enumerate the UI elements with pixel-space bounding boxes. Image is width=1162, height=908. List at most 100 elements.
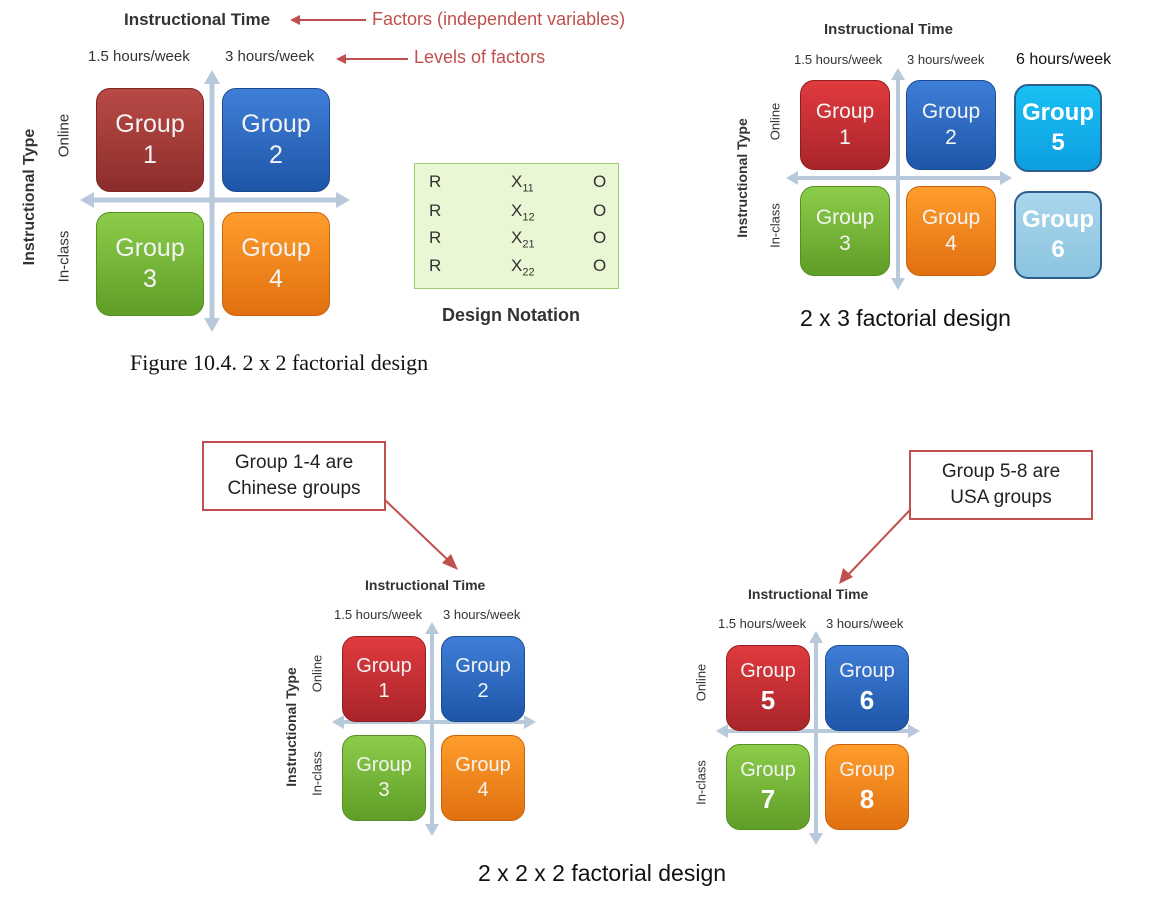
group-number: 2 — [945, 126, 957, 149]
row-level-online: Online — [693, 663, 709, 702]
group-tile-3: Group 3 — [96, 212, 204, 316]
group-word: Group — [740, 759, 796, 782]
col-level-2: 3 hours/week — [443, 607, 521, 622]
factor-header: Instructional Time — [124, 10, 271, 29]
col-level-2: 3 hours/week — [225, 48, 315, 65]
group-number: 5 — [760, 685, 776, 716]
group-tile-4: Group 4 — [441, 735, 525, 821]
group-word: Group — [921, 205, 981, 229]
row-factor-label: Instructional Type — [283, 667, 299, 787]
group-number: 8 — [859, 784, 875, 815]
group-word: Group — [356, 655, 412, 677]
factor-header: Instructional Time — [748, 586, 869, 602]
factors-arrow — [290, 15, 366, 25]
group-word: Group — [241, 109, 311, 138]
notation-o: O — [593, 201, 607, 220]
notation-x: X12 — [511, 201, 535, 224]
group-number: 3 — [839, 232, 851, 255]
col-level-2: 3 hours/week — [826, 616, 904, 631]
col-level-1: 1.5 hours/week — [718, 616, 807, 631]
notation-r: R — [429, 256, 442, 275]
group-word: Group — [839, 759, 895, 782]
notation-r: R — [429, 228, 442, 247]
col-level-1: 1.5 hours/week — [334, 607, 423, 622]
group-number: 4 — [269, 265, 283, 293]
group-word: Group — [455, 655, 511, 677]
group-tile-6: Group 6 — [825, 645, 909, 731]
group-word: Group — [455, 754, 511, 776]
caption: 2 x 3 factorial design — [800, 305, 1011, 331]
design-notation-label: Design Notation — [442, 305, 580, 325]
callout-line: Group 1-4 are — [234, 452, 354, 474]
notation-x: X21 — [511, 228, 535, 251]
callout-chinese-groups: Group 1-4 are Chinese groups — [202, 441, 386, 511]
group-word: Group — [815, 99, 875, 123]
notation-r: R — [429, 172, 442, 191]
group-tile-3: Group 3 — [342, 735, 426, 821]
callout-line: Chinese groups — [227, 478, 361, 499]
group-number: 4 — [945, 232, 957, 255]
group-word: Group — [241, 233, 311, 262]
group-number: 1 — [839, 126, 851, 149]
levels-note: Levels of factors — [414, 47, 546, 67]
notation-o: O — [593, 172, 607, 191]
factors-note: Factors (independent variables) — [372, 9, 626, 29]
factor-header: Instructional Time — [824, 21, 953, 38]
group-word: Group — [115, 233, 185, 262]
group-word: Group — [815, 205, 875, 229]
group-number: 1 — [378, 680, 390, 702]
notation-o: O — [593, 228, 607, 247]
group-number: 2 — [477, 680, 489, 702]
notation-o: O — [593, 256, 607, 275]
axes-cross — [80, 70, 350, 332]
group-tile-1: Group 1 — [342, 636, 426, 722]
group-word: Group — [1022, 99, 1094, 126]
group-tile-2: Group 2 — [906, 80, 996, 170]
group-word: Group — [921, 99, 981, 123]
group-number: 7 — [760, 784, 776, 815]
group-number: 3 — [378, 779, 390, 801]
caption: 2 x 2 x 2 factorial design — [478, 860, 727, 886]
group-number: 4 — [477, 779, 489, 801]
group-tile-5: Group 5 — [726, 645, 810, 731]
group-tile-1: Group 1 — [96, 88, 204, 192]
notation-x: X22 — [511, 256, 535, 279]
row-level-online: Online — [309, 654, 325, 693]
group-number: 3 — [143, 265, 157, 293]
callout-usa-groups: Group 5-8 are USA groups — [909, 450, 1093, 520]
col-level-2: 3 hours/week — [907, 52, 985, 67]
col-level-1: 1.5 hours/week — [794, 52, 883, 67]
group-tile-5: Group 5 — [1014, 84, 1102, 172]
group-word: Group — [740, 660, 796, 683]
levels-arrow — [336, 54, 408, 64]
design-notation-box: R X11 O R X12 O R X21 O R X22 O — [414, 163, 619, 289]
axes-cross — [716, 631, 920, 845]
group-tile-4: Group 4 — [906, 186, 996, 276]
group-tile-1: Group 1 — [800, 80, 890, 170]
group-tile-3: Group 3 — [800, 186, 890, 276]
col-level-1: 1.5 hours/week — [88, 48, 190, 65]
group-word: Group — [839, 660, 895, 683]
factor-header: Instructional Time — [365, 577, 486, 593]
group-word: Group — [115, 109, 185, 138]
notation-r: R — [429, 201, 442, 220]
row-level-inclass: In-class — [309, 751, 325, 796]
group-number: 5 — [1051, 129, 1065, 156]
axes-cross — [786, 68, 1012, 290]
group-tile-2: Group 2 — [222, 88, 330, 192]
group-number: 1 — [143, 141, 157, 169]
axes-cross — [332, 622, 536, 836]
notation-x: X11 — [511, 172, 534, 195]
col-level-3: 6 hours/week — [1016, 51, 1112, 68]
group-number: 6 — [1051, 236, 1065, 263]
group-tile-4: Group 4 — [222, 212, 330, 316]
group-number: 6 — [859, 685, 875, 716]
group-word: Group — [356, 754, 412, 776]
callout-line: USA groups — [950, 487, 1052, 508]
group-tile-7: Group 7 — [726, 744, 810, 830]
group-number: 2 — [269, 141, 283, 169]
group-tile-8: Group 8 — [825, 744, 909, 830]
figure-caption: Figure 10.4. 2 x 2 factorial design — [130, 350, 429, 375]
group-tile-2: Group 2 — [441, 636, 525, 722]
